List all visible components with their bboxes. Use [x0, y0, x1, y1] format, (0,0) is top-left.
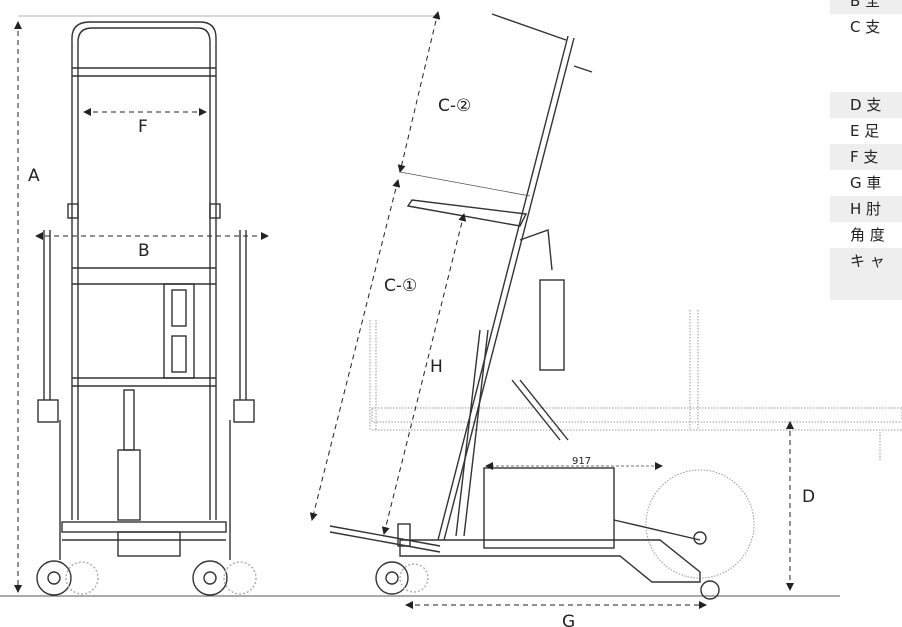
label-C2: C-②	[438, 96, 471, 116]
label-C1: C-①	[384, 276, 417, 296]
label-B: B	[138, 241, 150, 261]
front-view-lift	[37, 21, 255, 560]
spec-row-angle: 角 度	[850, 226, 885, 244]
spec-row-C: C 支	[850, 18, 881, 36]
label-F: F	[138, 117, 148, 137]
spec-row-F: F 支	[830, 144, 902, 170]
spec-row-G: G 車	[850, 174, 882, 192]
spec-row-D: D 支	[830, 92, 902, 118]
front-casters	[36, 560, 257, 596]
spec-row-caster: キ ャ	[830, 248, 902, 274]
dim-H-line	[381, 213, 467, 535]
bed-outline	[369, 310, 902, 579]
spec-row-H: H 肘	[830, 196, 902, 222]
label-A: A	[28, 166, 40, 186]
dim-C1-line	[309, 179, 401, 521]
dim-C2-line	[397, 11, 441, 173]
dim-C-divider	[399, 171, 531, 197]
spec-row-blank-3	[830, 274, 902, 300]
spec-table: B 全 C 支 D 支 E 足 F 支 G 車 H 肘 角 度 キ ャ	[830, 0, 902, 360]
spec-row-E: E 足	[850, 122, 880, 140]
label-G: G	[562, 612, 575, 627]
side-view-lift	[329, 13, 701, 583]
spec-row-blank-1	[830, 40, 902, 66]
spec-row-B: B 全	[830, 0, 902, 14]
spec-row-blank-2	[830, 66, 902, 92]
label-D: D	[802, 487, 815, 507]
label-H: H	[430, 357, 443, 377]
side-view-casters	[375, 531, 720, 600]
label-917: 917	[572, 456, 591, 467]
